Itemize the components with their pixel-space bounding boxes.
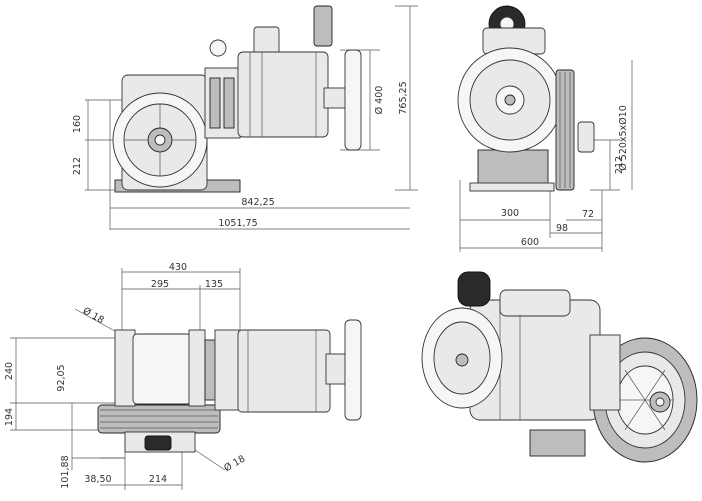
dim-side-765: 765,25: [398, 81, 409, 114]
top-view: [10, 268, 362, 490]
dim-front-212: 212: [614, 156, 625, 174]
dim-side-212: 212: [72, 157, 83, 175]
dim-top-101: 101,88: [60, 455, 71, 488]
side-view: [85, 5, 418, 230]
dim-top-92: 92,05: [56, 364, 67, 391]
dim-side-842: 842,25: [241, 197, 274, 208]
dim-top-135: 135: [205, 279, 223, 290]
dim-top-240: 240: [4, 362, 15, 380]
front-view: [457, 5, 633, 252]
isometric-view: [421, 271, 698, 463]
dim-front-300: 300: [501, 208, 519, 219]
dim-front-72: 72: [582, 209, 594, 220]
dim-side-d400: Ø 400: [374, 86, 385, 115]
dim-side-1051: 1051,75: [218, 218, 257, 229]
dim-front-d520: Ø 520x5xØ10: [618, 105, 629, 170]
dim-side-160: 160: [72, 115, 83, 133]
dim-top-d18a: Ø 18: [81, 305, 106, 326]
dim-front-600: 600: [521, 237, 539, 248]
dim-top-430: 430: [169, 262, 187, 273]
dim-top-d18b: Ø 18: [222, 453, 247, 474]
dim-top-214: 214: [149, 474, 167, 485]
dim-top-194: 194: [4, 408, 15, 426]
dim-front-98: 98: [556, 223, 568, 234]
dim-top-295: 295: [151, 279, 169, 290]
dim-top-38: 38,50: [84, 474, 111, 485]
